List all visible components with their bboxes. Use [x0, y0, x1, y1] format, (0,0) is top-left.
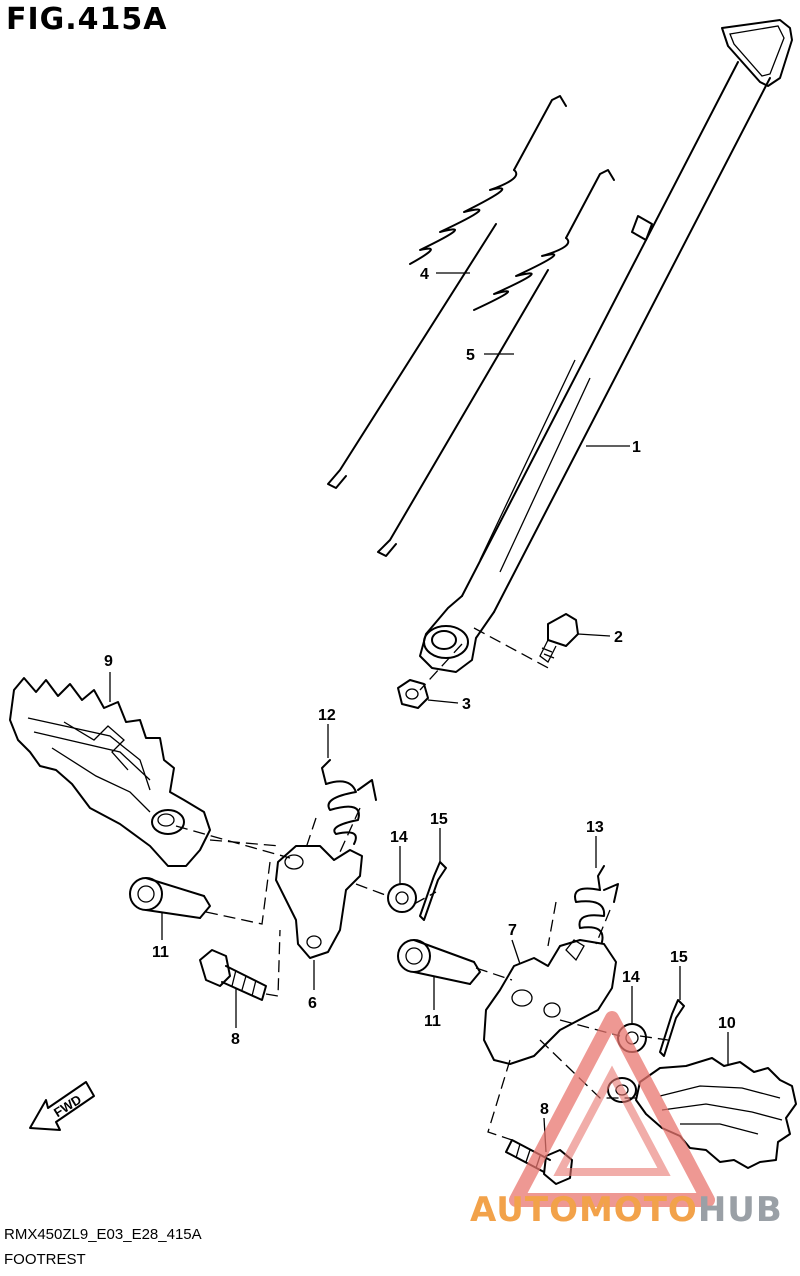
bracket-6-part	[275, 845, 363, 959]
callout-5: 5	[466, 347, 475, 364]
assembly-line	[205, 861, 271, 925]
figure-title: FIG.415A	[6, 2, 168, 37]
assembly-line	[475, 967, 513, 981]
bolt-part	[539, 613, 579, 663]
watermark-logo	[509, 1011, 715, 1207]
bracket-7-part	[483, 939, 617, 1065]
leader-line	[427, 699, 459, 704]
spring-5-part	[377, 169, 615, 557]
callout-11-left: 11	[152, 944, 169, 961]
washer-14-left-part	[387, 883, 417, 913]
forward-direction-arrow: FWD	[29, 1081, 95, 1131]
assembly-line	[265, 929, 281, 997]
callout-12: 12	[318, 707, 336, 724]
assembly-line	[559, 1019, 669, 1041]
callout-6: 6	[308, 995, 317, 1012]
callout-14-right: 14	[622, 969, 640, 986]
side-stand-part	[419, 19, 793, 673]
watermark-text-a: AUTOMOTO	[470, 1190, 698, 1230]
cotter-pin-15-left-part	[419, 861, 447, 921]
callout-14-left: 14	[390, 829, 408, 846]
callout-11-right: 11	[424, 1013, 441, 1030]
bolt-8-right-part	[505, 1139, 573, 1185]
callout-3: 3	[462, 696, 471, 713]
assembly-line	[209, 839, 281, 847]
assembly-line	[487, 1059, 513, 1141]
assembly-line	[305, 807, 361, 853]
fwd-label: FWD	[51, 1092, 84, 1120]
watermark-text-b: HUB	[697, 1190, 783, 1230]
spring-13-part	[574, 865, 619, 943]
diagram-caption: FOOTREST	[4, 1251, 86, 1268]
assembly-line	[547, 901, 611, 947]
callout-1: 1	[632, 439, 641, 456]
callout-4: 4	[420, 266, 429, 283]
bolt-8-left-part	[199, 949, 267, 1001]
nut-part	[397, 679, 429, 709]
callout-13: 13	[586, 819, 604, 836]
callout-2: 2	[614, 629, 623, 646]
assembly-line	[473, 627, 553, 671]
callout-7: 7	[508, 922, 517, 939]
callout-9: 9	[104, 653, 113, 670]
spring-4-part	[327, 95, 567, 489]
assembly-line	[355, 883, 437, 905]
callout-15-right: 15	[670, 949, 688, 966]
watermark-text: AUTOMOTOHUB	[470, 1190, 783, 1230]
assembly-line	[419, 643, 463, 691]
footrest-left-part	[9, 677, 211, 867]
callout-15-left: 15	[430, 811, 448, 828]
callout-8-right: 8	[540, 1101, 549, 1118]
callout-10: 10	[718, 1015, 736, 1032]
callout-8-left: 8	[231, 1031, 240, 1048]
cotter-pin-15-right-part	[659, 999, 685, 1057]
leader-line	[577, 633, 611, 637]
spring-12-part	[321, 759, 377, 845]
pin-11-left-part	[129, 877, 211, 919]
diagram-code: RMX450ZL9_E03_E28_415A	[4, 1226, 202, 1243]
pin-11-right-part	[397, 939, 481, 985]
leader-line	[511, 939, 521, 965]
